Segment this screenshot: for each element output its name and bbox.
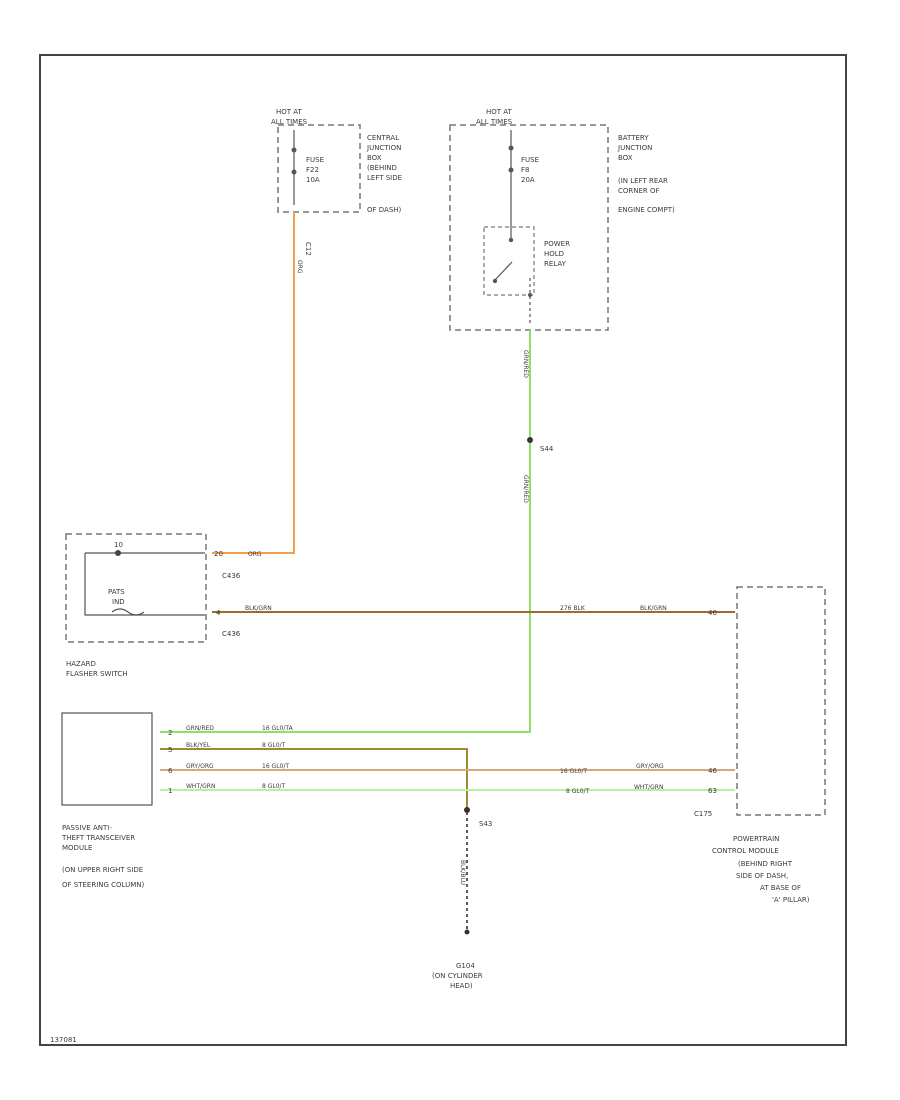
pats-wire3-label: GRY/ORG <box>186 763 214 770</box>
green-wire-label-top: GRN/RED <box>522 350 529 378</box>
hazard-connector-top: C436 <box>222 572 241 580</box>
diagram-id: 137081 <box>50 1036 77 1044</box>
battery-box-line6: ENGINE COMPT) <box>618 206 675 214</box>
hazard-switch-label-1: HAZARD <box>66 660 96 668</box>
ground-label-3: HEAD) <box>450 982 473 990</box>
central-fuse-hot-line1: HOT AT <box>276 108 303 116</box>
pcm-wire-upper-label: GRY/ORG <box>636 763 664 770</box>
pcm-wire-lower-circuit: 8 GL0/T <box>566 788 590 795</box>
central-box-line4: (BEHIND <box>367 164 397 172</box>
hazard-pcm-wire-label-mid: 276 BLK <box>560 605 586 612</box>
pats-wire1-label: GRN/RED <box>186 725 214 732</box>
central-junction-fuse: HOT AT ALL TIMES FUSE F22 10A CENTRAL JU… <box>271 108 402 256</box>
central-fuse-label-3: 10A <box>306 176 320 184</box>
central-box-line2: JUNCTION <box>366 144 401 152</box>
battery-box-line3: BOX <box>618 154 633 162</box>
relay-label-3: RELAY <box>544 260 567 268</box>
battery-box-line2: JUNCTION <box>617 144 652 152</box>
ground-terminal <box>464 929 470 935</box>
central-box-line1: CENTRAL <box>367 134 399 142</box>
hazard-switch-outline <box>65 533 207 643</box>
pats-label-5: OF STEERING COLUMN) <box>62 881 144 889</box>
pcm-label-6: 'A' PILLAR) <box>772 896 810 904</box>
hazard-inner-label-2: IND <box>112 598 125 606</box>
pcm-outline <box>736 586 826 816</box>
central-box-line5: LEFT SIDE <box>367 174 402 182</box>
central-box-line3: BOX <box>367 154 382 162</box>
pcm-wire-lower-label: WHT/GRN <box>634 784 663 791</box>
pats-pin-4: 1 <box>168 787 172 795</box>
battery-box-line1: BATTERY <box>618 134 649 142</box>
hazard-pcm-wire-label-right: BLK/GRN <box>640 605 667 612</box>
powertrain-control-module: C175 POWERTRAIN CONTROL MODULE (BEHIND R… <box>694 586 826 904</box>
pcm-label-3: (BEHIND RIGHT <box>738 860 793 868</box>
ground-wire-label: BLK/BLU <box>459 860 466 885</box>
pats-ground-wire <box>160 748 468 808</box>
pcm-pin-mid: 46 <box>708 767 717 775</box>
central-box-line6: OF DASH) <box>367 206 402 214</box>
hazard-inner-label-1: PATS <box>108 588 125 596</box>
central-fuse-pin: C12 <box>304 242 312 256</box>
pats-label-3: MODULE <box>62 844 92 852</box>
hazard-pcm-wire-label-left: BLK/GRN <box>245 605 272 612</box>
relay-label-2: HOLD <box>544 250 564 258</box>
pats-wire2-label: BLK/YEL <box>186 742 211 749</box>
pcm-pin-top: 40 <box>708 609 717 617</box>
central-fuse-label-2: F22 <box>306 166 319 174</box>
green-wire-label-mid: GRN/RED <box>522 475 529 503</box>
pats-pin-3: 6 <box>168 767 173 775</box>
pcm-connector: C175 <box>694 810 712 818</box>
pats-label-1: PASSIVE ANTI- <box>62 824 112 832</box>
pats-wire1-circuit: 16 GL0/TA <box>262 725 294 732</box>
hazard-pin-top: 20 <box>214 550 223 558</box>
splice-s43-label: S43 <box>479 820 492 828</box>
hazard-pin-bottom: 4 <box>216 609 221 617</box>
battery-box-line4: (IN LEFT REAR <box>618 177 668 185</box>
splice-s44-dot <box>527 437 533 443</box>
hazard-connector-bottom: C436 <box>222 630 241 638</box>
pcm-label-2: CONTROL MODULE <box>712 847 779 855</box>
pcm-label-4: SIDE OF DASH, <box>736 872 788 880</box>
hazard-switch-label-2: FLASHER SWITCH <box>66 670 128 678</box>
battery-fuse-label-3: 20A <box>521 176 535 184</box>
pats-module: PASSIVE ANTI- THEFT TRANSCEIVER MODULE (… <box>61 712 153 889</box>
orange-wire-label-horizontal: ORG <box>248 551 262 558</box>
pats-label-4: (ON UPPER RIGHT SIDE <box>62 866 143 874</box>
pats-pin-2: 5 <box>168 746 172 754</box>
pats-label-2: THEFT TRANSCEIVER <box>61 834 135 842</box>
pats-wire3-circuit: 16 GL0/T <box>262 763 289 770</box>
splice-s43-dot <box>464 807 470 813</box>
splice-s44-label: S44 <box>540 445 554 453</box>
green-wire <box>160 330 531 733</box>
pats-pin-1: 2 <box>168 729 172 737</box>
power-hold-relay-outline <box>483 226 535 296</box>
battery-fuse-label-1: FUSE <box>521 156 539 164</box>
pats-wire4-label: WHT/GRN <box>186 783 215 790</box>
pats-module-box <box>61 712 153 806</box>
pcm-pin-bot: 63 <box>708 787 717 795</box>
central-junction-box-outline <box>277 124 361 213</box>
relay-label-1: POWER <box>544 240 570 248</box>
pats-wire4-circuit: 8 GL0/T <box>262 783 286 790</box>
hazard-flasher-switch: 10 PATS IND 20 4 C436 C436 HAZARD FLASHE… <box>65 533 241 678</box>
ground-label-1: G104 <box>456 962 475 970</box>
pcm-label-1: POWERTRAIN <box>733 835 779 843</box>
hazard-inner-pin: 10 <box>114 541 123 549</box>
orange-wire-label-vertical: ORG <box>296 260 303 274</box>
central-fuse-label-1: FUSE <box>306 156 324 164</box>
ground-label-2: (ON CYLINDER <box>432 972 483 980</box>
pats-wire2-circuit: 8 GL0/T <box>262 742 286 749</box>
battery-junction-box: HOT AT ALL TIMES FUSE F8 20A BATTERY JUN… <box>449 108 675 331</box>
battery-box-line5: CORNER OF <box>618 187 660 195</box>
battery-fuse-hot-line1: HOT AT <box>486 108 513 116</box>
battery-fuse-label-2: F8 <box>521 166 529 174</box>
orange-wire <box>212 212 295 554</box>
pcm-wire-upper-circuit: 16 GL0/T <box>560 768 587 775</box>
pcm-label-5: AT BASE OF <box>760 884 801 892</box>
central-fuse-hot-line2: ALL TIMES <box>271 118 308 126</box>
diagram-frame <box>39 54 847 1046</box>
battery-fuse-hot-line2: ALL TIMES <box>476 118 513 126</box>
